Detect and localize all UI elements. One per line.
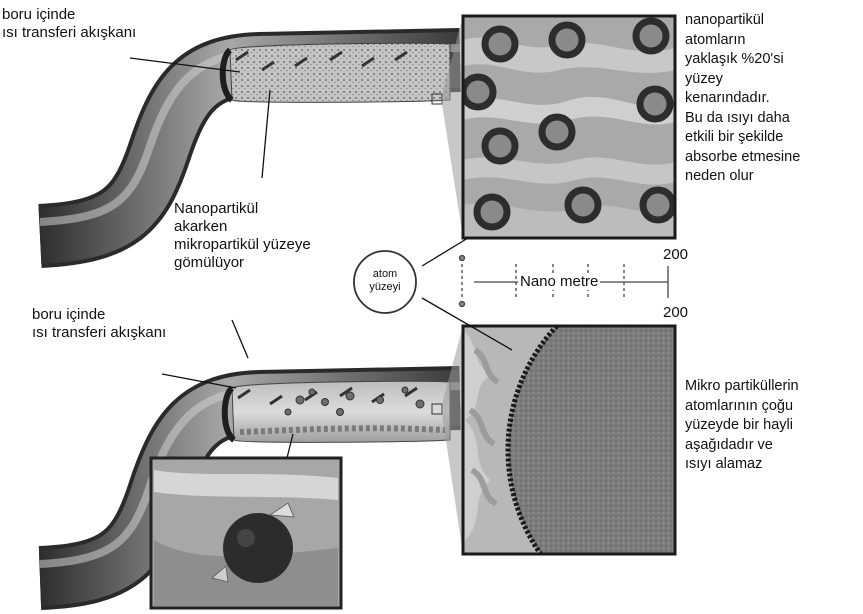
nanoparticle-note-line9: neden olur (685, 167, 800, 187)
nano-flow-label-line3: mikropartikül yüzeye (174, 236, 311, 254)
microparticle-note-line4: aşağıdadır ve (685, 436, 799, 456)
scale-unit-label: Nano metre (518, 273, 600, 290)
top-fluid-label: boru içinde ısı transferi akışkanı (2, 6, 136, 42)
atom-surface-label: atom yüzeyi (357, 268, 413, 294)
microparticle-note: Mikro partiküllerin atomlarının çoğu yüz… (685, 377, 799, 475)
nanoparticle-note-line4: yüzey (685, 70, 800, 90)
nano-flow-label-line2: akarken (174, 218, 311, 236)
top-zoom-box (463, 16, 675, 238)
atom-surface-line1: atom (357, 268, 413, 281)
bottom-fluid-label-line2: ısı transferi akışkanı (32, 324, 166, 342)
microparticle-note-line3: yüzeyde bir hayli (685, 416, 799, 436)
microparticle-note-line2: atomlarının çoğu (685, 397, 799, 417)
microparticle-note-line1: Mikro partiküllerin (685, 377, 799, 397)
nanoparticle-note-line1: nanopartikül (685, 11, 800, 31)
nanoparticle-note-line6: Bu da ısıyı daha (685, 109, 800, 129)
atom-surface-line2: yüzeyi (357, 281, 413, 294)
nanoparticle-note-line2: atomların (685, 31, 800, 51)
top-fluid-label-line2: ısı transferi akışkanı (2, 24, 136, 42)
nanoparticle-note-line5: kenarındadır. (685, 89, 800, 109)
nanoparticle-note-line8: absorbe etmesine (685, 148, 800, 168)
nanoparticle-note: nanopartikül atomların yaklaşık %20'si y… (685, 11, 800, 187)
nano-flow-label: Nanopartikül akarken mikropartikül yüzey… (174, 200, 311, 272)
bottom-fluid-label: boru içinde ısı transferi akışkanı (32, 306, 166, 342)
nanoparticle-note-line7: etkili bir şekilde (685, 128, 800, 148)
nano-flow-label-line4: gömülüyor (174, 254, 311, 272)
inset-photo (151, 458, 341, 608)
embedded-particle (223, 513, 293, 583)
nanoparticle-note-line3: yaklaşık %20'si (685, 50, 800, 70)
nano-flow-label-line1: Nanopartikül (174, 200, 311, 218)
scale-bottom-value: 200 (663, 304, 688, 321)
bottom-fluid-label-line1: boru içinde (32, 306, 166, 324)
scale-top-value: 200 (663, 246, 688, 263)
top-fluid-label-line1: boru içinde (2, 6, 136, 24)
microparticle-note-line5: ısıyı alamaz (685, 455, 799, 475)
